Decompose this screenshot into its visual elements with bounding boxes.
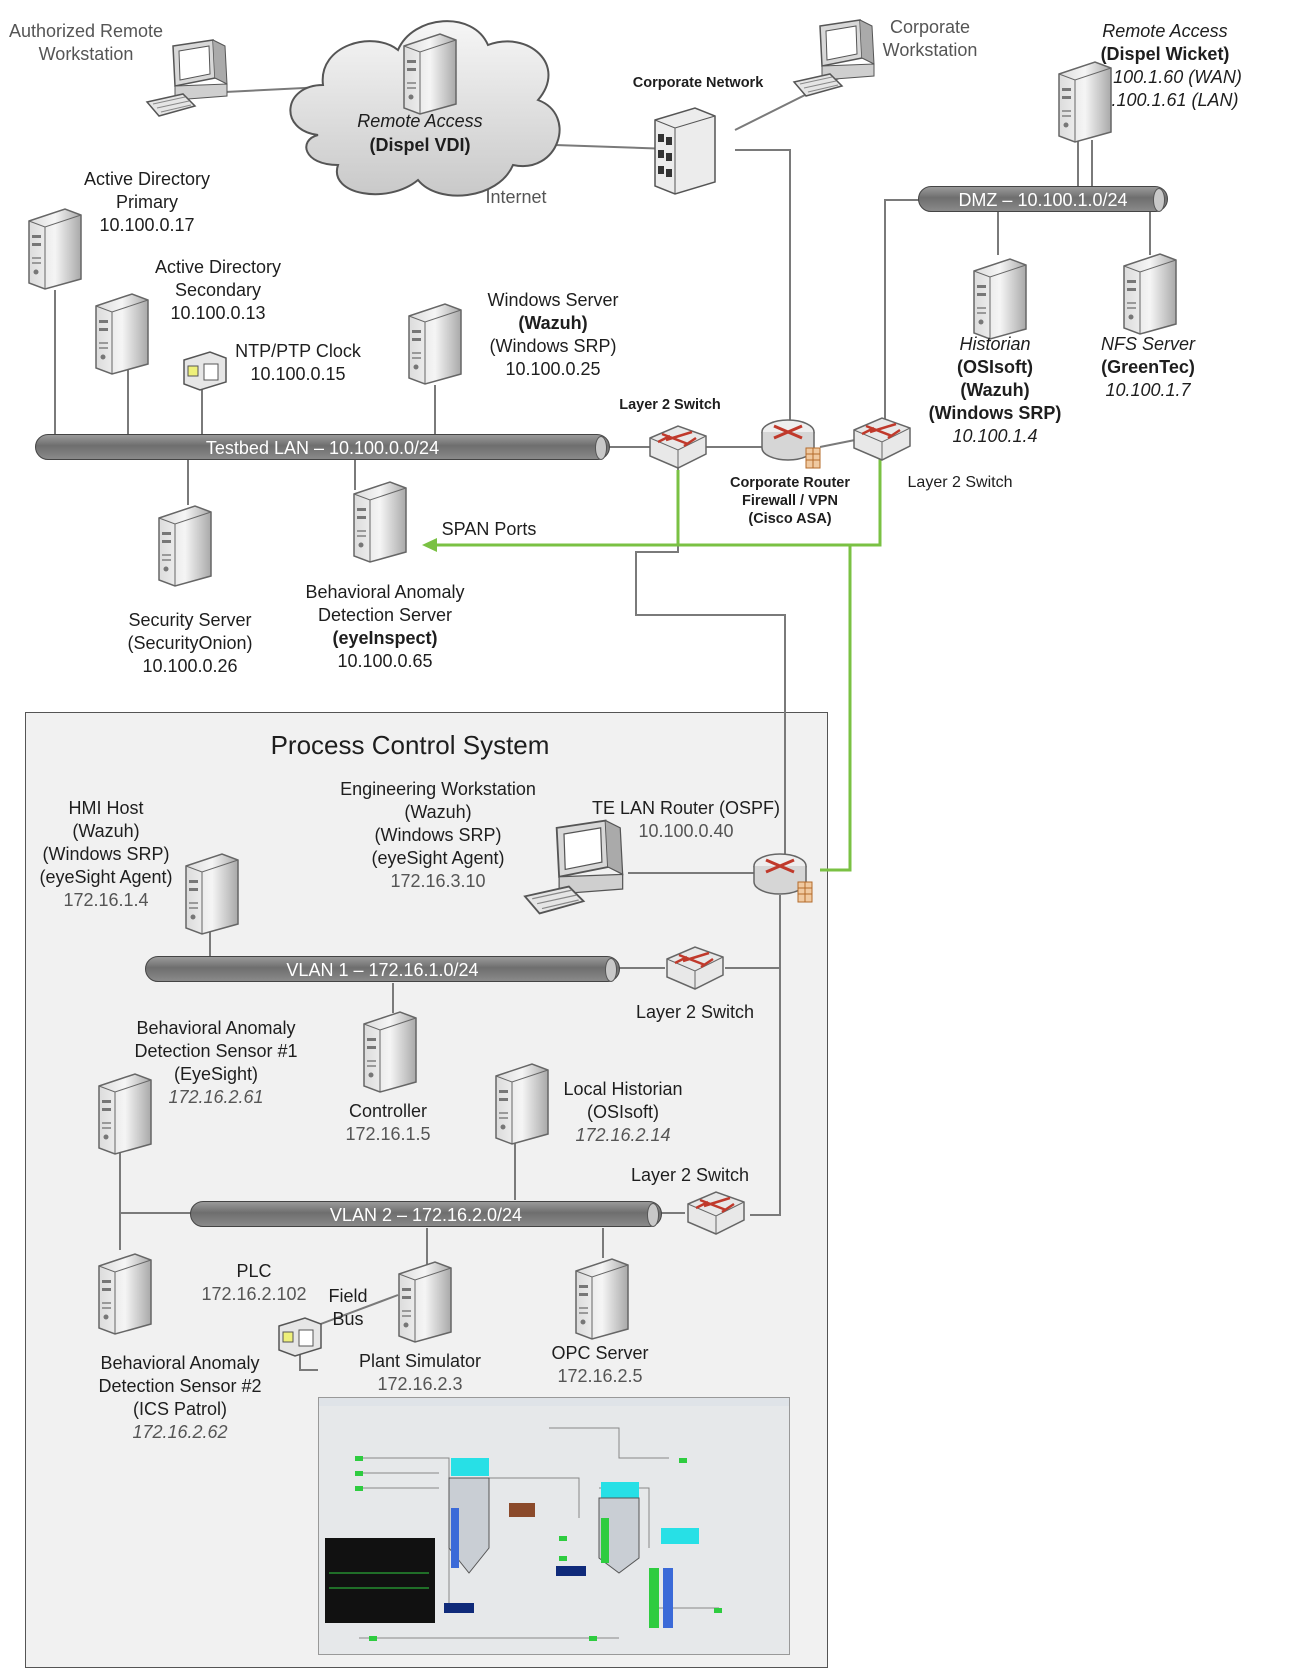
security-server-label: Security Server(SecurityOnion)10.100.0.2… [127,610,253,676]
server-icon[interactable] [95,1070,153,1156]
switch-icon[interactable] [648,424,708,470]
server-icon[interactable] [360,1008,418,1094]
cloud-remote-access-title: Remote Access [357,111,483,131]
vlan2-bus: VLAN 2 – 172.16.2.0/24 [190,1201,662,1227]
switch-icon[interactable] [686,1190,746,1236]
switch-icon[interactable] [665,945,725,991]
plant-hmi-screenshot [318,1397,790,1655]
cloud-remote-access-sub: (Dispel VDI) [369,135,471,155]
firewall-building-icon[interactable] [650,100,720,195]
wicket-label: Remote Access (Dispel Wicket) 10.100.1.6… [1088,21,1242,110]
server-icon[interactable] [155,502,213,588]
local-historian-label: Local Historian(OSIsoft)172.16.2.14 [563,1079,683,1145]
server-icon[interactable] [405,300,463,386]
engineering-workstation-label: Engineering Workstation(Wazuh)(Windows S… [340,779,536,891]
router-icon[interactable] [752,848,814,906]
te-router-label: TE LAN Router (OSPF)10.100.0.40 [591,798,781,841]
server-icon[interactable] [182,850,240,936]
server-icon[interactable] [970,255,1028,341]
server-icon[interactable] [400,30,458,116]
corporate-network-label: Corporate Network [632,75,764,91]
layer2-switch-b-label: Layer 2 Switch [907,474,1013,491]
testbed-lan-bus: Testbed LAN – 10.100.0.0/24 [35,434,610,460]
workstation-icon[interactable] [143,38,233,118]
server-icon[interactable] [95,1250,153,1336]
nfs-label: NFS Server(GreenTec)10.100.1.7 [1100,334,1196,400]
switch-icon[interactable] [852,416,912,462]
server-icon[interactable] [1055,58,1113,144]
windows-server-label: Windows Server(Wazuh)(Windows SRP)10.100… [487,290,619,379]
layer2-switch-a-label: Layer 2 Switch [619,397,721,413]
server-icon[interactable] [492,1060,550,1146]
server-icon[interactable] [395,1258,453,1344]
router-icon[interactable] [760,414,822,472]
server-icon[interactable] [572,1255,630,1341]
historian-label: Historian(OSIsoft)(Wazuh)(Windows SRP)10… [928,334,1062,446]
workstation-icon[interactable] [790,18,880,98]
dmz-bus: DMZ – 10.100.1.0/24 [918,186,1168,212]
hmi-host-label: HMI Host(Wazuh)(Windows SRP)(eyeSight Ag… [39,798,173,910]
layer2-switch-d-label: Layer 2 Switch [630,1165,750,1185]
server-icon[interactable] [92,290,150,376]
clock-icon[interactable] [180,350,230,392]
span-ports-label: SPAN Ports [441,519,537,539]
server-icon[interactable] [350,478,408,564]
internet-label: Internet [485,187,547,207]
plant-diagram-image [319,1398,789,1641]
server-icon[interactable] [1120,250,1178,336]
vlan1-bus: VLAN 1 – 172.16.1.0/24 [145,956,620,982]
server-icon[interactable] [25,205,83,291]
layer2-switch-c-label: Layer 2 Switch [635,1002,755,1022]
pcs-title: Process Control System [270,730,550,760]
plc-icon[interactable] [275,1316,325,1358]
